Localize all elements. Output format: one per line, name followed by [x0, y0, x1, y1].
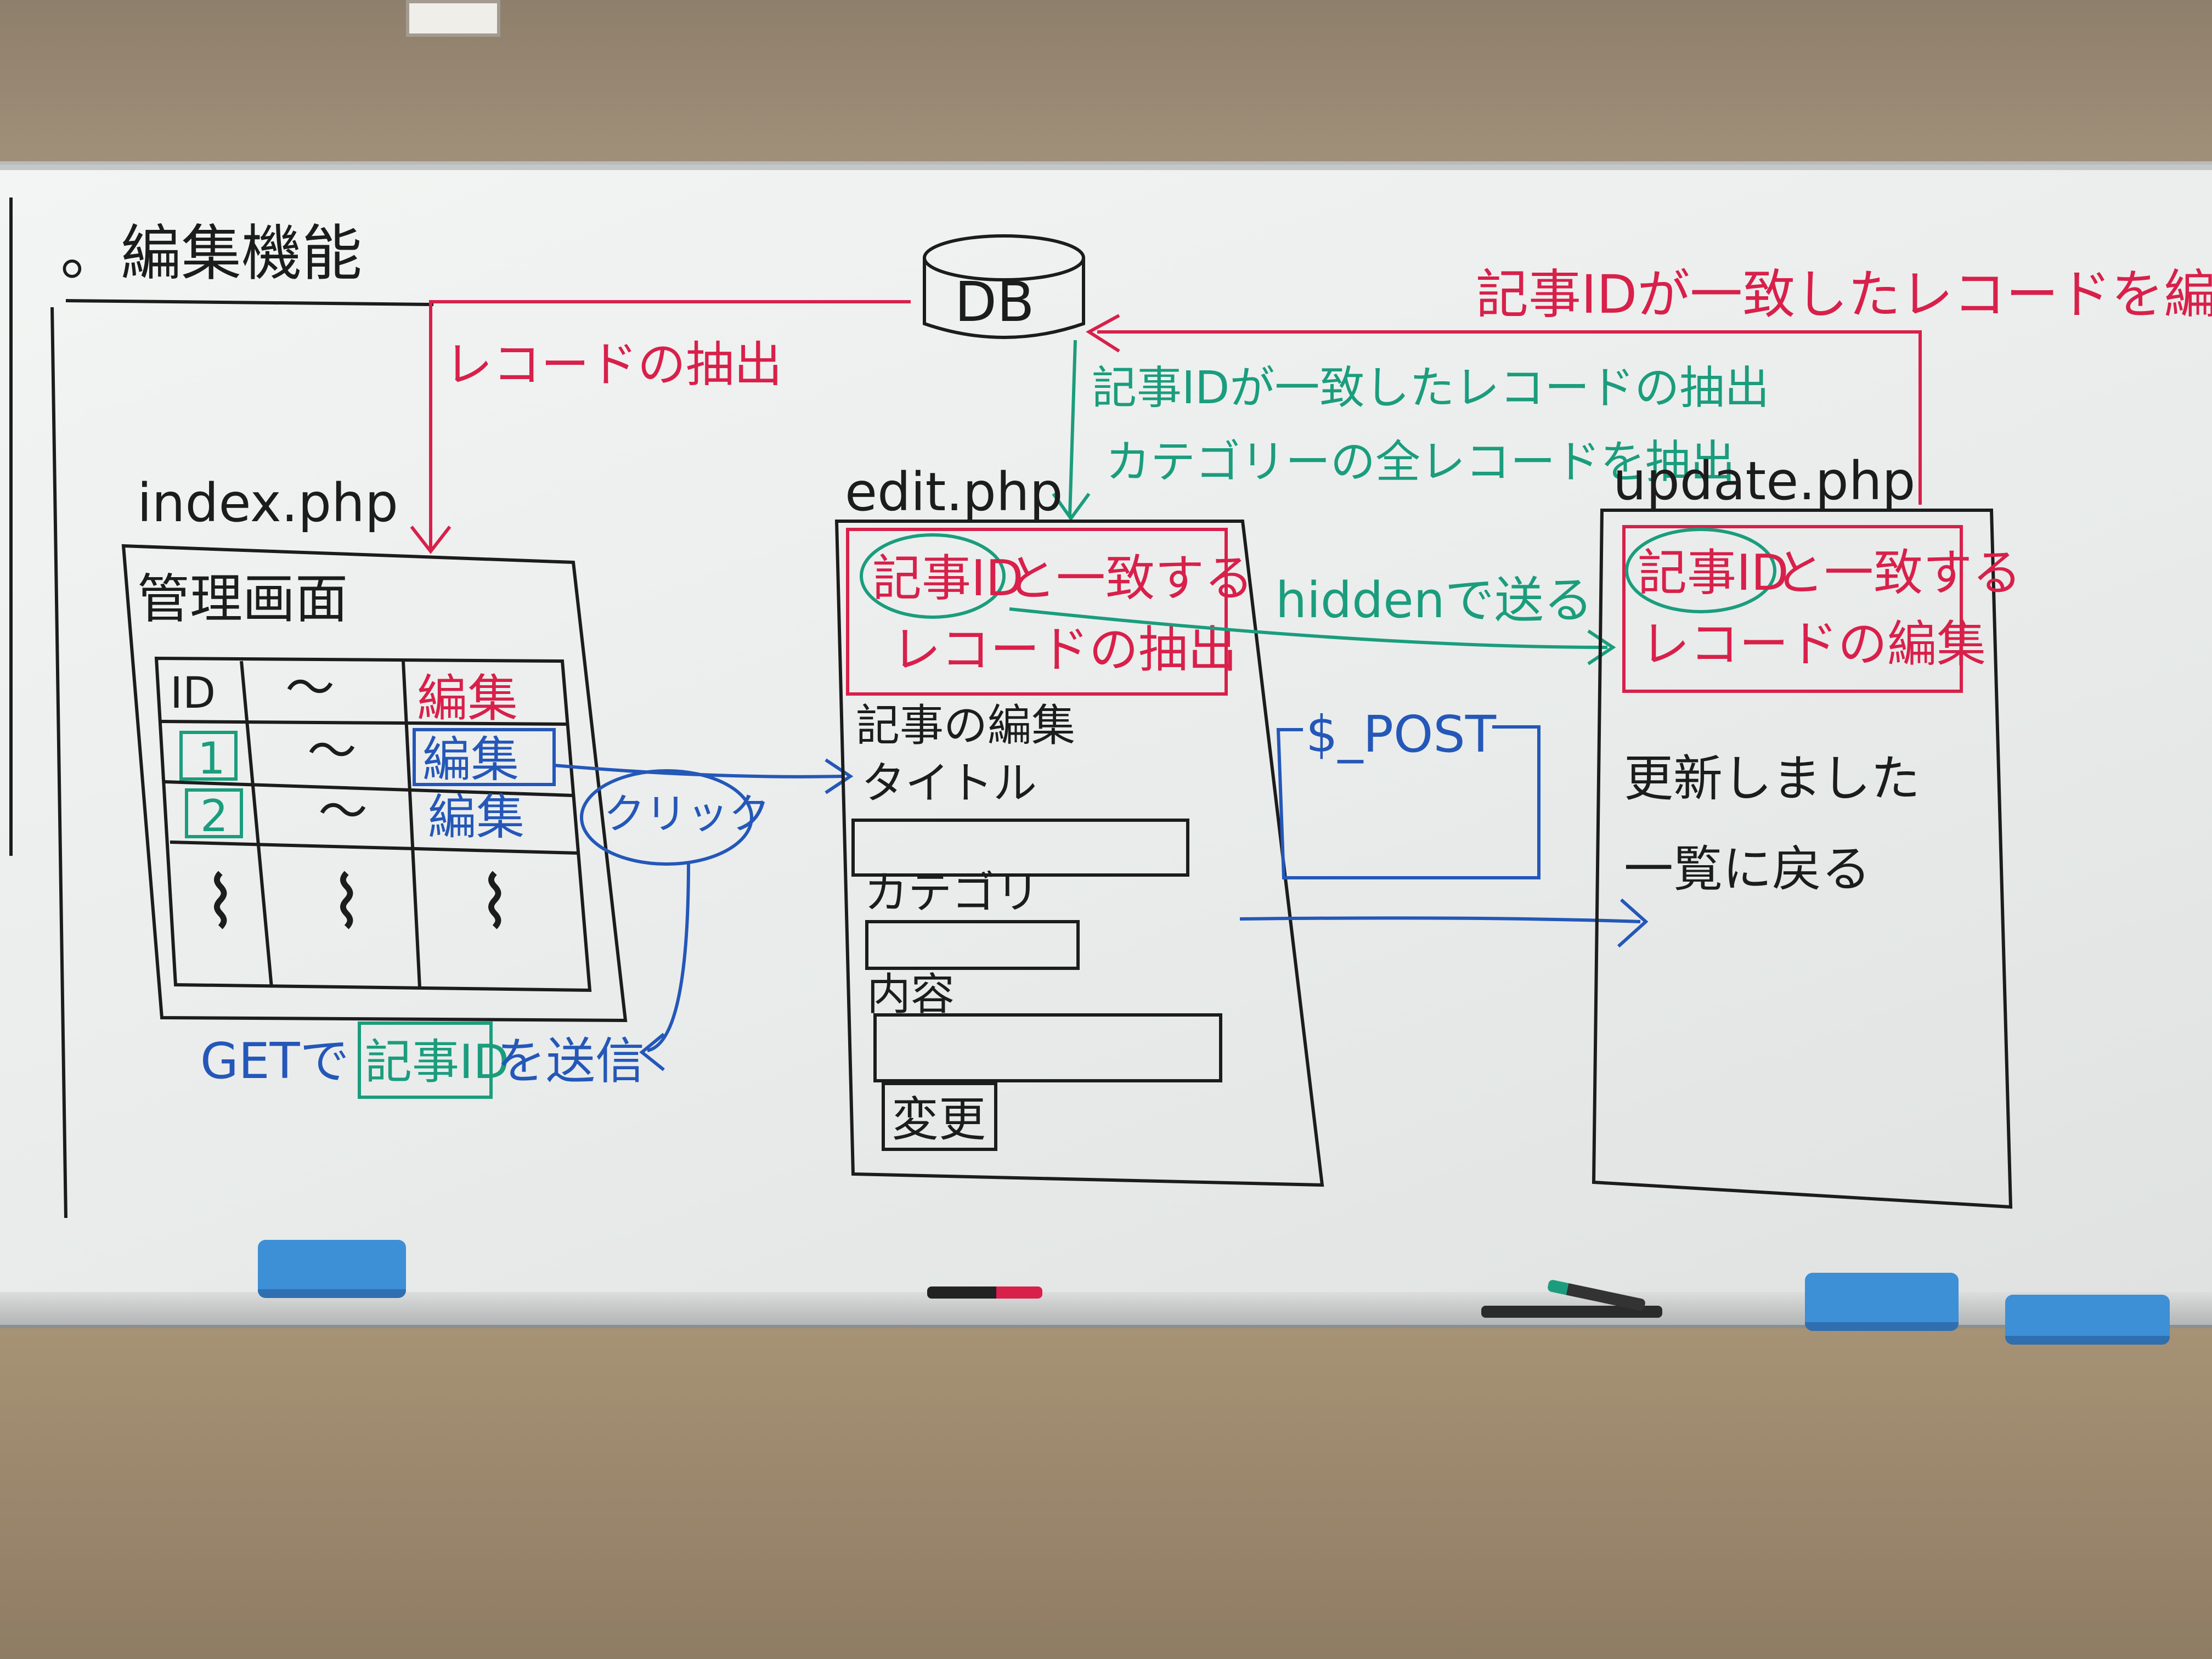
- edit-field-category-label: カテゴリ: [864, 867, 1040, 918]
- update-box-id: 記事ID: [1638, 544, 1789, 602]
- title-underline: [65, 299, 434, 306]
- edit-content-input[interactable]: [873, 1013, 1222, 1082]
- update-file-label: update.php: [1613, 450, 1915, 512]
- arrow-click-to-get: [647, 861, 690, 1052]
- eraser-middle: [1805, 1273, 1959, 1331]
- row2-col2: 〜: [318, 783, 368, 840]
- edit-box-line1: と一致する: [1007, 550, 1254, 607]
- label-get-suffix: を送信: [496, 1032, 645, 1090]
- arrow-update-to-db: [1097, 330, 1922, 505]
- edit-category-input[interactable]: [865, 920, 1080, 970]
- eraser-left: [258, 1240, 406, 1298]
- index-header-col2: 〜: [285, 659, 335, 717]
- row1-id: 1: [198, 733, 225, 784]
- index-page-box: [121, 544, 628, 1023]
- arrow-post-to-update-head: [1617, 898, 1649, 948]
- edit-box-id: 記事ID: [872, 550, 1024, 607]
- row2-id-box: [185, 788, 243, 838]
- update-page-box: [1592, 509, 2013, 1209]
- row3-col1: ⌇: [203, 861, 238, 944]
- edit-file-label: edit.php: [845, 461, 1063, 523]
- edit-field-content-label: 内容: [867, 969, 955, 1020]
- update-red-box: [1622, 525, 1963, 693]
- arrow-hidden-send: [1009, 607, 1608, 649]
- update-id-circle: [1625, 528, 1776, 613]
- label-post: $_POST: [1306, 705, 1497, 764]
- black-marker: [1481, 1306, 1662, 1318]
- label-hidden-send: hiddenで送る: [1276, 572, 1593, 629]
- db-label: DB: [955, 270, 1035, 334]
- label-get-id: 記事ID: [365, 1035, 510, 1090]
- wall-bottom: [0, 1328, 2212, 1659]
- db-cylinder: [923, 234, 1085, 339]
- row1-edit-link[interactable]: 編集: [422, 731, 519, 788]
- index-header-id: ID: [170, 669, 216, 718]
- arrow-click-to-edit-head: [825, 758, 854, 794]
- arrow-hidden-send-head: [1587, 629, 1616, 665]
- whiteboard: [0, 165, 2212, 1300]
- edit-box-line2: レコードの抽出: [891, 621, 1237, 679]
- label-db-to-edit-line1: 記事IDが一致したレコードの抽出: [1092, 362, 1769, 414]
- row2-edit-link[interactable]: 編集: [428, 789, 524, 845]
- picture-frame-corner: [406, 0, 500, 37]
- get-id-box: [358, 1022, 493, 1099]
- click-bubble: [580, 769, 753, 866]
- update-box-line1: と一致する: [1775, 544, 2022, 602]
- board-divider-line: [50, 307, 67, 1218]
- update-message1: 更新しました: [1624, 750, 1920, 808]
- label-update-to-db: 記事IDが一致したレコードを編集: [1476, 264, 2212, 325]
- arrow-click-to-get-head: [639, 1032, 665, 1071]
- arrow-db-to-edit: [1068, 340, 1077, 516]
- wall-top: [0, 0, 2212, 165]
- red-marker: [927, 1286, 1042, 1299]
- edit-red-box: [846, 528, 1228, 696]
- label-click: クリック: [603, 789, 770, 838]
- index-heading: 管理画面: [137, 568, 348, 630]
- label-record-extract: レコードの抽出: [444, 336, 782, 393]
- arrow-db-to-index: [429, 300, 911, 549]
- arrow-db-to-index-head: [410, 526, 452, 554]
- post-box: [1276, 725, 1541, 879]
- edit-submit-label: 変更: [891, 1092, 986, 1147]
- index-file-label: index.php: [137, 472, 398, 534]
- edit-field-title-label: タイトル: [861, 758, 1037, 809]
- row2-id: 2: [200, 791, 228, 842]
- arrow-db-to-edit-head: [1052, 493, 1091, 522]
- row3-col3: ⌇: [477, 861, 512, 944]
- update-box-line2: レコードの編集: [1640, 616, 1986, 673]
- index-header-edit: 編集: [417, 669, 518, 728]
- edit-id-circle: [860, 533, 1006, 619]
- edit-section-title: 記事の編集: [856, 700, 1075, 751]
- index-table: [154, 656, 592, 992]
- arrow-post-to-update: [1239, 916, 1641, 923]
- label-get-prefix: GETで: [200, 1032, 349, 1090]
- edit-title-input[interactable]: [851, 819, 1189, 877]
- row3-col2: ⌇: [329, 861, 364, 944]
- eraser-right: [2005, 1295, 2170, 1345]
- label-db-to-edit-line2: カテゴリーの全レコードを抽出: [1105, 436, 1735, 488]
- update-message2[interactable]: 一覧に戻る: [1624, 840, 1871, 898]
- arrow-update-to-db-head: [1086, 314, 1120, 353]
- diagram-title: 。編集機能: [60, 218, 362, 289]
- row1-col2: 〜: [307, 723, 357, 780]
- row1-id-box: [179, 731, 238, 781]
- row1-edit-link-box: [413, 728, 556, 786]
- edit-page-box: [834, 520, 1324, 1187]
- edit-submit-button[interactable]: [882, 1082, 997, 1151]
